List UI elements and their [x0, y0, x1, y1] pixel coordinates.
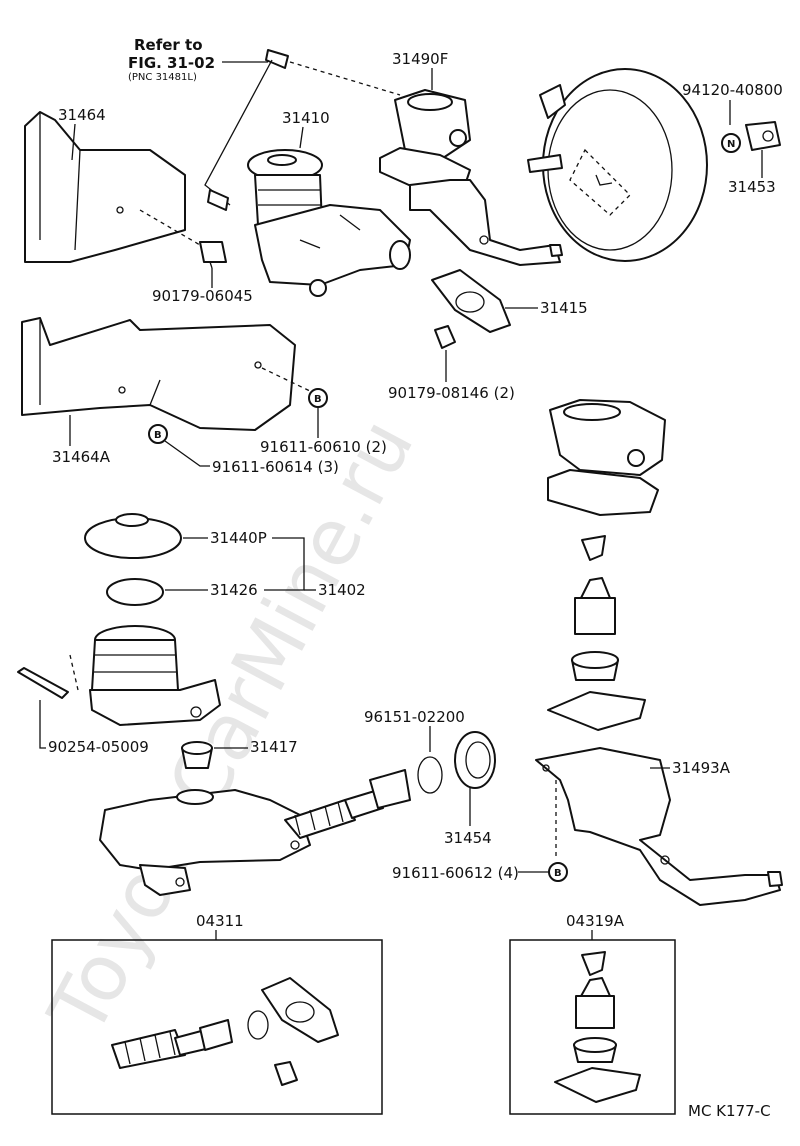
label-94120-40800: 94120-40800: [682, 81, 783, 99]
nut-90179-08146-drawing: [434, 325, 456, 349]
grommet-31417-drawing: [181, 741, 213, 769]
piston-drawing: [574, 577, 616, 635]
label-31410: 31410: [282, 109, 330, 127]
svg-text:B: B: [314, 394, 322, 405]
diagram-code: MC K177-C: [688, 1102, 771, 1120]
svg-text:B: B: [154, 430, 162, 441]
reference-line2: FIG. 31-02: [128, 54, 215, 72]
cup-drawing: [571, 651, 619, 681]
kit-04311-box: [51, 939, 383, 1115]
valve-31490F-drawing: [379, 89, 563, 266]
label-31493A: 31493A: [672, 759, 731, 777]
watermark: ToyotaCarMine.ru: [32, 405, 432, 1050]
kit-04311-nut-drawing: [274, 1061, 298, 1086]
valve-body-drawing: [547, 399, 666, 516]
label-90179-06045: 90179-06045: [152, 287, 253, 305]
svg-text:B: B: [554, 868, 562, 879]
snap-ring-96151-drawing: [417, 756, 443, 794]
reference-line1: Refer to: [134, 36, 203, 54]
label-31417: 31417: [250, 738, 298, 756]
valve-cone-drawing: [581, 535, 606, 561]
marker-b-3: B: [548, 862, 568, 882]
marker-b-1: B: [308, 388, 328, 408]
reference-line3: (PNC 31481L): [128, 72, 197, 83]
strainer-31426-drawing: [106, 578, 164, 606]
label-90254-05009: 90254-05009: [48, 738, 149, 756]
part-31453-drawing: [745, 121, 781, 151]
shield-31464A-drawing: [21, 317, 296, 431]
label-96151-02200: 96151-02200: [364, 708, 465, 726]
pin-90254-05009-drawing: [17, 667, 69, 699]
label-91611-60610: 91611-60610 (2): [260, 438, 387, 456]
marker-n: N: [721, 133, 741, 153]
cylinder-body-drawing: [99, 769, 411, 896]
gasket-31415-drawing: [431, 269, 511, 333]
master-cylinder-31410-drawing: [247, 149, 411, 297]
bolt-90179-06045-drawing: [199, 241, 227, 269]
kit-04311-ring-drawing: [247, 1010, 269, 1040]
label-31402: 31402: [318, 581, 366, 599]
kit-04311-piston-drawing: [111, 1019, 233, 1069]
label-31440P: 31440P: [210, 529, 267, 547]
bracket-31493A-drawing: [535, 747, 783, 906]
label-31453: 31453: [728, 178, 776, 196]
reservoir-cap-31440P-drawing: [84, 513, 182, 559]
label-31454: 31454: [444, 829, 492, 847]
label-91611-60614: 91611-60614 (3): [212, 458, 339, 476]
reservoir-drawing: [89, 625, 221, 726]
label-91611-60612: 91611-60612 (4): [392, 864, 519, 882]
kit-04311-gasket-drawing: [261, 977, 339, 1043]
plate-drawing: [547, 691, 646, 731]
kit-04319A-cup-drawing: [573, 1037, 617, 1063]
label-31464: 31464: [58, 106, 106, 124]
label-04319A: 04319A: [566, 912, 625, 930]
label-90179-08146: 90179-08146 (2): [388, 384, 515, 402]
kit-04319A-box: [509, 939, 676, 1115]
marker-b-2: B: [148, 424, 168, 444]
label-31490F: 31490F: [392, 50, 448, 68]
shield-31464-drawing: [24, 111, 186, 263]
label-31464A: 31464A: [52, 448, 111, 466]
label-31426: 31426: [210, 581, 258, 599]
brake-booster-drawing: [527, 68, 708, 262]
kit-04319A-piston-drawing: [575, 977, 615, 1029]
boot-31454-drawing: [454, 731, 496, 789]
label-31415: 31415: [540, 299, 588, 317]
kit-04319A-cone-drawing: [581, 951, 606, 976]
label-04311: 04311: [196, 912, 244, 930]
kit-04319A-plate-drawing: [554, 1067, 641, 1103]
brake-pipe-drawing: [204, 49, 289, 211]
svg-text:N: N: [727, 139, 735, 150]
